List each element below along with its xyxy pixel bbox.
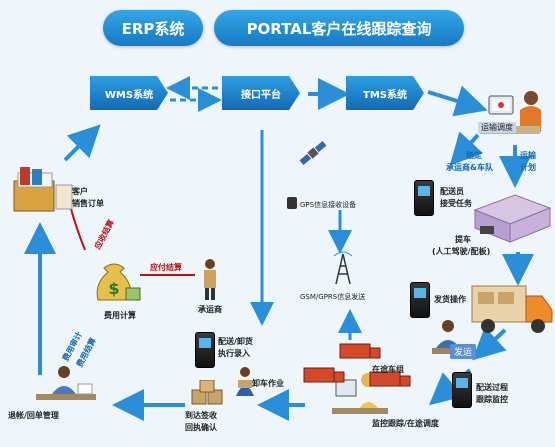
portal-label: PORTAL客户在线跟踪查询 [246,19,432,38]
payable-label: 应付结算 [150,263,182,272]
entry-line1: 配送/卸货 [218,337,253,346]
assign-label: 指定 [466,151,482,160]
customer-order-icon [13,167,73,212]
interface-label: 接口平台 [241,89,281,101]
carrier-label: 承运商 [198,305,222,314]
ship-bubble: 发运 [450,344,477,359]
erp-label: ERP系统 [121,19,185,38]
sign-line2: 回执确认 [185,423,217,432]
tms-system[interactable]: TMS系统 [346,76,424,110]
customer-line2: 销售订单 [72,199,104,208]
customer-line1: 客户 [72,187,88,196]
courier-receive-line1: 配送员 [440,187,464,196]
antenna-tower-icon [333,251,353,285]
tms-label: TMS系统 [363,89,407,101]
gps-receiver-icon [287,197,297,209]
monitor-label: 监控跟踪/在途调度 [372,419,439,428]
interface-platform[interactable]: 接口平台 [222,76,300,110]
money-bag-icon: $ [96,263,141,301]
courier-receive-line2: 接受任务 [440,199,472,208]
svg-text:$: $ [108,279,119,298]
entry-device-icon [195,332,215,368]
ship-op-label: 发货操作 [434,295,466,304]
pickup-line2: (人工驾驶/配板) [432,247,491,256]
unload-worker-icon [236,367,254,396]
billing-calc-label: 费用计算 [104,311,136,320]
unload-label: 卸车作业 [252,379,284,388]
erp-banner[interactable]: ERP系统 [103,10,203,46]
carrier-person-icon [204,259,216,300]
in-transit-label: 在途车组 [372,365,404,374]
wms-label: WMS系统 [104,89,154,101]
satellite-icon [299,141,327,165]
ship-device-icon [410,282,430,318]
boxes-icon [191,380,223,405]
tracking-line2: 跟踪监控 [476,395,508,404]
sign-line1: 到达签收 [185,411,217,420]
carrier-fleet-label: 承运商&车队 [446,163,493,172]
dispatch-label: 运输调度 [478,122,516,133]
courier-device-icon [414,180,434,216]
truck-icon [471,285,553,333]
transport-label: 运输 [520,151,536,160]
tracking-device-icon [452,372,472,408]
tracking-line1: 配送过程 [476,383,508,392]
trucks-group-icon [303,343,411,387]
gps-device-label: GPS信息接收设备 [300,201,357,209]
warehouse-icon [473,194,552,243]
gsm-label: GSM/GPRS信息发送 [300,293,366,301]
entry-line2: 执行录入 [218,349,250,358]
plan-label: 计划 [520,163,536,172]
pickup-line1: 提车 [455,235,471,244]
portal-banner[interactable]: PORTAL客户在线跟踪查询 [214,10,464,46]
receipt-mgmt-label: 退帐/回单管理 [8,411,59,420]
wms-system[interactable]: WMS系统 [90,76,168,110]
receipt-clerk-icon [36,366,96,400]
